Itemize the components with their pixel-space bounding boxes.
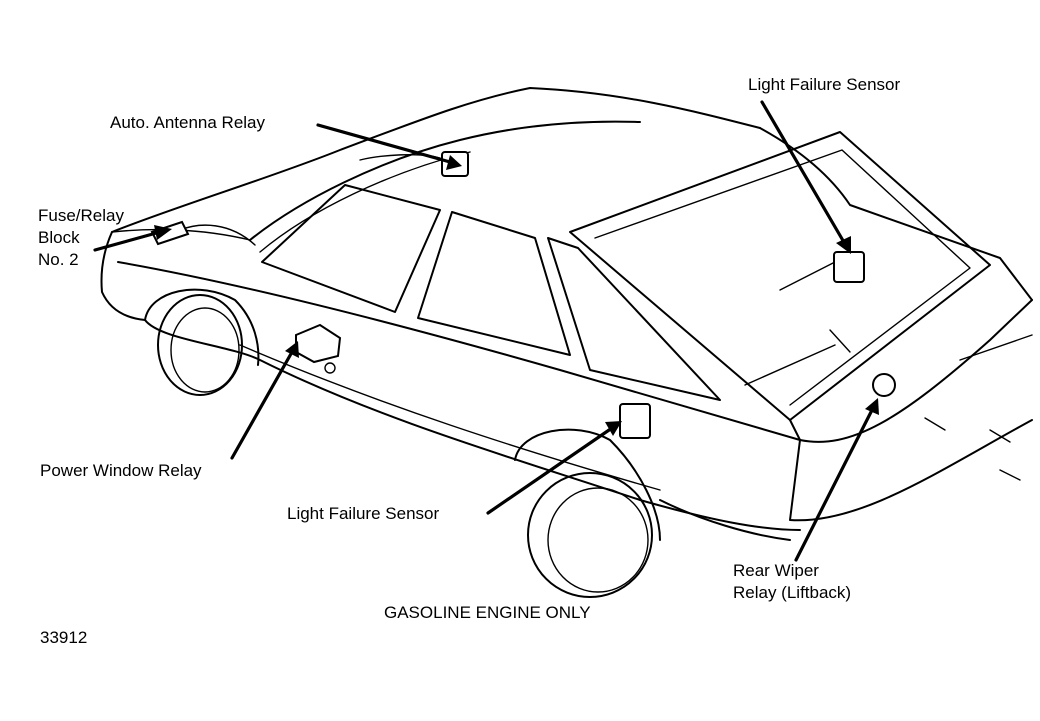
figure-number: 33912: [40, 628, 88, 647]
label-fuse-relay-line3: No. 2: [38, 250, 79, 269]
arrow-power-window-relay: [230, 341, 299, 460]
label-auto-antenna-relay: Auto. Antenna Relay: [110, 113, 266, 132]
label-light-failure-sensor-top: Light Failure Sensor: [748, 75, 901, 94]
car-body-outline: [100, 87, 1033, 541]
arrow-light-failure-sensor-bottom: [486, 421, 622, 515]
label-rear-wiper-line1: Rear Wiper: [733, 561, 819, 580]
light-failure-sensor-top-component: [833, 251, 865, 283]
front-wheel: [144, 288, 260, 396]
label-power-window-relay: Power Window Relay: [40, 461, 202, 480]
arrow-rear-wiper-relay: [794, 398, 879, 562]
arrow-light-failure-sensor-top: [760, 100, 851, 254]
light-failure-sensor-side-component: [619, 403, 651, 439]
label-light-failure-sensor-bottom: Light Failure Sensor: [287, 504, 440, 523]
rear-wiper-relay-component: [872, 373, 896, 397]
rear-wheel: [514, 428, 661, 598]
power-window-relay-component: [295, 323, 342, 374]
arrow-auto-antenna-relay: [316, 123, 462, 170]
figure-caption: GASOLINE ENGINE ONLY: [384, 603, 591, 622]
arrow-fuse-relay-block: [93, 225, 172, 252]
label-fuse-relay-line2: Block: [38, 228, 80, 247]
label-fuse-relay-line1: Fuse/Relay: [38, 206, 124, 225]
fuse-relay-block-component: [150, 220, 190, 246]
label-rear-wiper-line2: Relay (Liftback): [733, 583, 852, 602]
